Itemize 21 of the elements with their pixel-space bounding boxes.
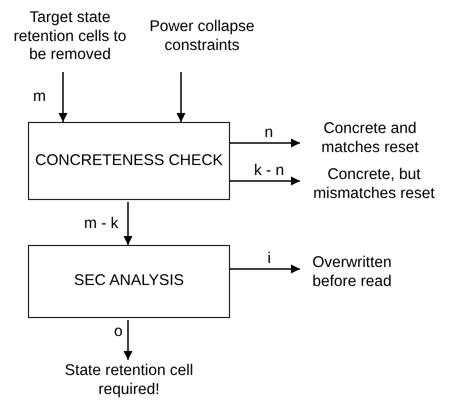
edge-label: i	[268, 251, 271, 266]
edge-label: m - k	[84, 216, 118, 231]
input-text: Target state retention cells to be removed	[4, 4, 136, 70]
output-text: Overwritten before read	[300, 252, 404, 294]
arrow	[176, 72, 186, 122]
input-text: Power collapse constraints	[144, 4, 260, 70]
output-text: Concrete and matches reset	[300, 118, 440, 160]
edge-label: m	[33, 89, 46, 104]
arrow	[58, 72, 68, 122]
arrow	[230, 264, 300, 274]
edge-label: k - n	[254, 163, 284, 178]
arrow	[230, 176, 300, 186]
arrow	[124, 320, 132, 360]
process-box: SEC ANALYSIS	[28, 245, 230, 318]
output-text: State retention cell required!	[54, 360, 204, 402]
arrow	[230, 138, 300, 148]
output-text: Concrete, but mismatches reset	[300, 164, 448, 206]
edge-label: n	[264, 125, 274, 140]
edge-label: o	[114, 324, 123, 340]
arrow	[124, 202, 132, 245]
process-box: CONCRETENESS CHECK	[28, 122, 230, 200]
